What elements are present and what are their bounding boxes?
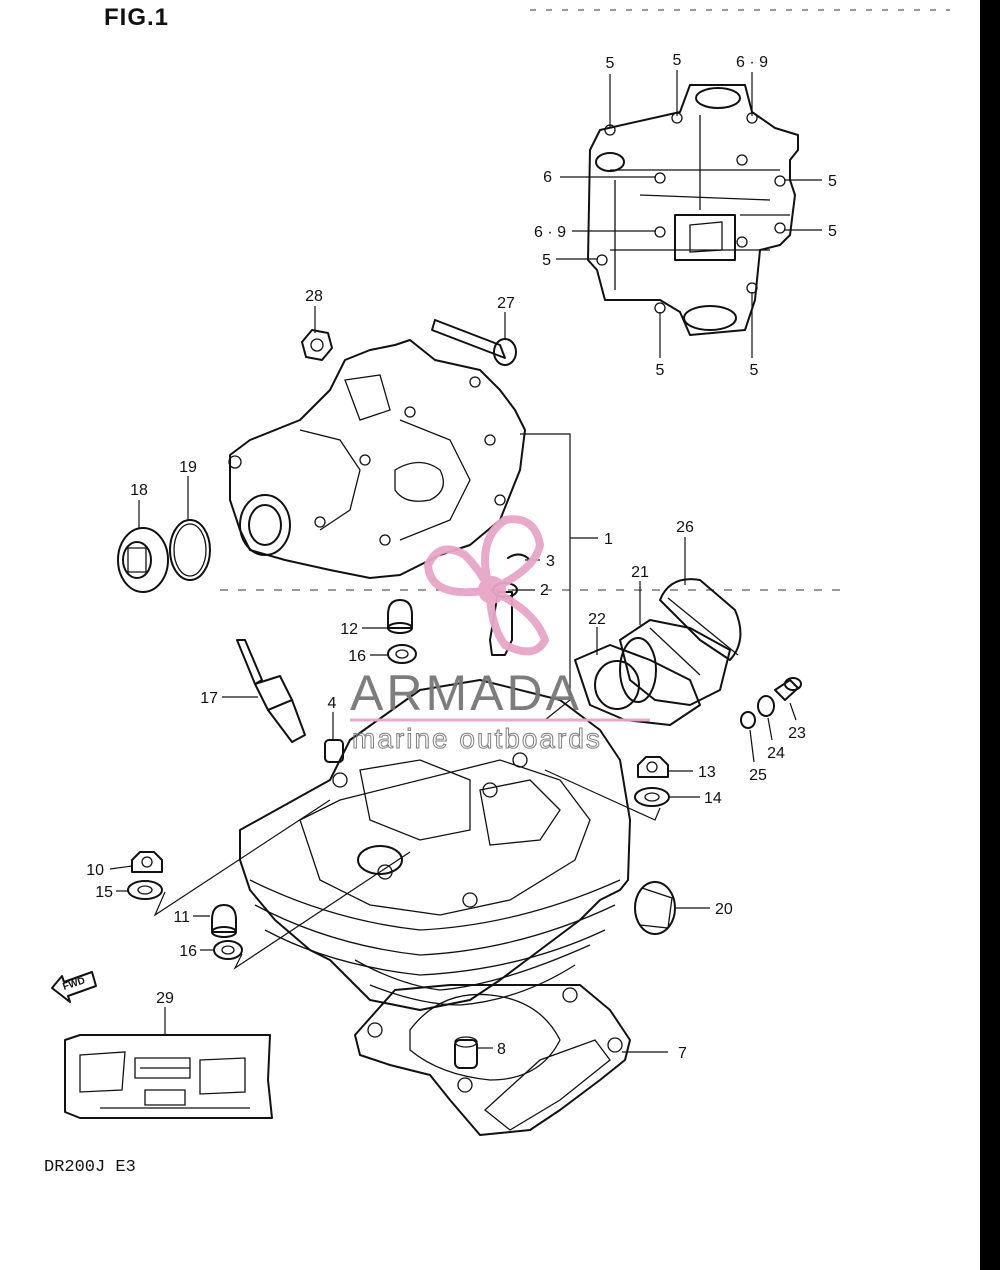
plug-20-part xyxy=(634,881,676,935)
model-code: DR200J E3 xyxy=(44,1158,136,1177)
callout-10: 10 xyxy=(86,862,104,879)
callout-5e: 5 xyxy=(542,252,551,269)
callout-2: 2 xyxy=(540,582,549,599)
cam-housing-part xyxy=(228,339,526,579)
callout-5f: 5 xyxy=(656,362,665,379)
nut-28-part xyxy=(301,329,333,361)
callout-7: 7 xyxy=(678,1045,687,1062)
callout-16b: 16 xyxy=(179,943,197,960)
callout-1: 1 xyxy=(604,531,613,548)
callout-24: 24 xyxy=(767,745,785,762)
callout-11: 11 xyxy=(173,909,190,926)
watermark-propeller-logo xyxy=(423,515,550,656)
cap-18-part xyxy=(117,527,169,593)
gasket-set-29-part xyxy=(64,1034,273,1119)
dowel-8-part xyxy=(454,1036,478,1069)
callout-22: 22 xyxy=(588,611,606,628)
washer-14-part xyxy=(634,787,670,807)
scan-dashes xyxy=(220,9,950,591)
screw-23-part xyxy=(774,677,802,701)
washer-16b-part xyxy=(213,940,243,960)
gasket-22-part xyxy=(574,644,701,726)
callout-15: 15 xyxy=(95,884,113,901)
callout-5g: 5 xyxy=(750,362,759,379)
o-ring-19-part xyxy=(169,519,211,581)
callout-5b: 5 xyxy=(673,52,682,69)
callout-17: 17 xyxy=(200,690,218,707)
intake-pipe-part xyxy=(619,619,731,706)
callout-19: 19 xyxy=(179,459,197,476)
callout-14: 14 xyxy=(704,790,722,807)
callout-8: 8 xyxy=(497,1041,506,1058)
washer-25-part xyxy=(740,711,756,729)
washer-15-part xyxy=(127,880,163,900)
spark-plug-part xyxy=(236,639,306,743)
callout-5a: 5 xyxy=(606,55,615,72)
callout-12: 12 xyxy=(340,621,358,638)
scan-edge xyxy=(980,0,1000,1270)
callout-28: 28 xyxy=(305,288,323,305)
fwd-arrow: FWD xyxy=(51,971,97,1003)
callout-6: 6 xyxy=(543,169,552,186)
nut-10-part xyxy=(131,851,163,873)
callout-4: 4 xyxy=(328,695,337,712)
figure-title: FIG.1 xyxy=(104,4,170,31)
callout-5d: 5 xyxy=(828,223,837,240)
callout-25: 25 xyxy=(749,767,767,784)
washer-24-part xyxy=(757,695,775,717)
callout-18: 18 xyxy=(130,482,148,499)
callout-27: 27 xyxy=(497,295,515,312)
callout-16a: 16 xyxy=(348,648,366,665)
head-cover-part xyxy=(587,84,799,336)
callout-6-9b: 6 · 9 xyxy=(534,224,566,241)
cap-nut-12-part xyxy=(387,599,413,634)
cap-nut-11-part xyxy=(211,904,237,938)
callout-29: 29 xyxy=(156,990,174,1007)
clamp-26-part xyxy=(659,578,742,661)
dowel-4-part xyxy=(324,739,344,763)
watermark: ARMADA marine outboards xyxy=(350,515,650,755)
callout-5c: 5 xyxy=(828,173,837,190)
callout-13: 13 xyxy=(698,764,716,781)
callout-3: 3 xyxy=(546,553,555,570)
callout-20: 20 xyxy=(715,901,733,918)
washer-16a-part xyxy=(387,644,417,664)
callout-labels: 5 5 6 · 9 6 5 6 · 9 5 5 5 5 28 27 19 18 … xyxy=(86,52,837,1062)
nut-13-part xyxy=(637,756,669,778)
watermark-brand: ARMADA xyxy=(350,665,582,721)
callout-26: 26 xyxy=(676,519,694,536)
cylinder-head-part xyxy=(239,679,631,1011)
watermark-tagline: marine outboards xyxy=(352,723,602,754)
bolt-27-part xyxy=(431,319,517,366)
callout-21: 21 xyxy=(631,564,649,581)
callout-23: 23 xyxy=(788,725,806,742)
base-gasket-part xyxy=(354,984,631,1136)
callout-6-9a: 6 · 9 xyxy=(736,54,768,71)
